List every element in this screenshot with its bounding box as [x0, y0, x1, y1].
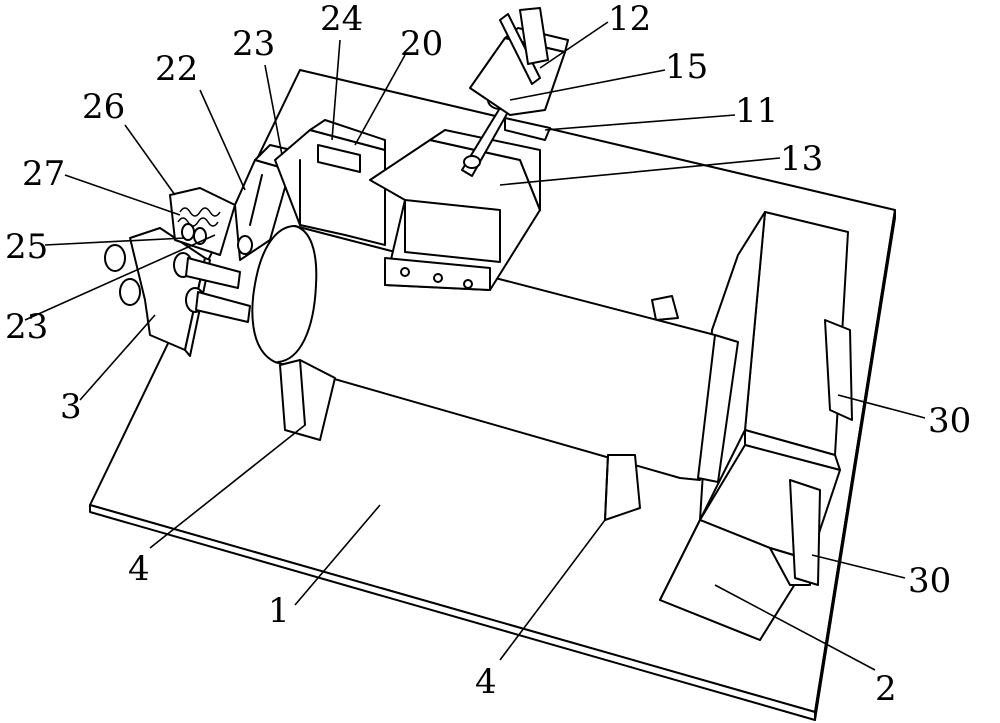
label-4-left: 4 — [128, 549, 150, 589]
end-plate — [104, 227, 251, 357]
main-cylinder — [251, 225, 739, 483]
spring-assembly — [169, 187, 236, 256]
foot-right — [604, 454, 641, 521]
label-20: 20 — [400, 24, 443, 64]
label-15: 15 — [665, 47, 708, 87]
label-22: 22 — [155, 49, 198, 89]
label-12: 12 — [608, 0, 651, 39]
handle-bracket — [469, 7, 569, 141]
label-4-right: 4 — [475, 662, 497, 702]
label-27: 27 — [22, 154, 65, 194]
label-1: 1 — [268, 591, 290, 631]
label-30-top: 30 — [928, 401, 971, 441]
foot-left — [279, 359, 336, 441]
small-block — [651, 295, 679, 321]
gearbox-window — [317, 144, 361, 173]
label-3: 3 — [60, 387, 82, 427]
label-2: 2 — [875, 669, 897, 709]
clamp-block — [369, 129, 541, 291]
label-30-bottom: 30 — [908, 561, 951, 601]
gearbox — [274, 119, 386, 246]
label-25: 25 — [5, 227, 48, 267]
label-24: 24 — [320, 0, 363, 39]
label-23-top: 23 — [232, 24, 275, 64]
support-frame — [659, 211, 853, 641]
label-26: 26 — [82, 87, 125, 127]
reference-labels: 1 2 3 4 4 11 12 13 15 20 22 23 23 24 25 … — [5, 0, 971, 709]
label-23-left: 23 — [5, 307, 48, 347]
cylinder-end-ring — [697, 334, 739, 483]
label-13: 13 — [780, 139, 823, 179]
label-11: 11 — [735, 91, 778, 131]
leader-lines — [24, 21, 926, 671]
